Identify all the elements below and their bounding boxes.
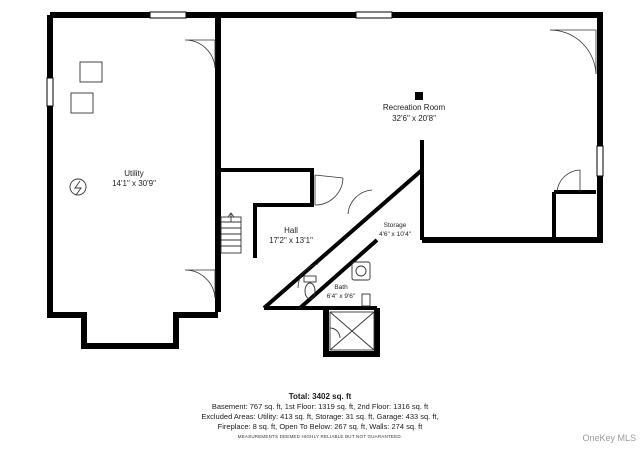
room-dimensions-bath: 6'4" x 9'6" [327,293,356,300]
room-dimensions-recreation: 32'6" x 20'8" [392,114,436,123]
windows [46,11,604,177]
recreation-fixture [415,92,423,100]
fixtures [69,61,423,351]
utility-fixture-1 [79,61,103,83]
bath-sink-icon [351,261,371,281]
room-name-storage: Storage [384,222,407,229]
room-name-utility: Utility [124,169,144,178]
watermark: OneKey MLS [582,433,636,443]
toilet-icon [303,275,317,300]
bath-cabinet [361,293,371,307]
room-labels: Utility 14'1" x 30'9" Recreation Room 32… [112,103,445,300]
room-name-recreation: Recreation Room [383,103,446,112]
room-dimensions-storage: 4'6" x 10'4" [379,231,412,238]
other-areas: Fireplace: 8 sq. ft, Open To Below: 267 … [217,422,423,431]
total-area: Total: 3402 sq. ft [288,392,352,401]
interior-walls [218,140,596,310]
room-name-bath: Bath [334,284,348,291]
utility-fixture-2 [70,92,94,114]
excluded-areas: Excluded Areas: Utility: 413 sq. ft, Sto… [201,412,439,421]
shower-icon [329,311,375,351]
floor-areas: Basement: 767 sq. ft, 1st Floor: 1319 sq… [211,402,429,411]
room-name-hall: Hall [284,226,298,235]
floor-plan: Utility 14'1" x 30'9" Recreation Room 32… [46,11,604,357]
measurement-disclaimer: MEASUREMENTS DEEMED HIGHLY RELIABLE BUT … [237,434,403,439]
electrical-panel-icon [69,178,87,196]
exterior-walls [47,12,603,357]
room-dimensions-hall: 17'2" x 13'1" [269,236,313,245]
doors [184,29,597,299]
bath-door-swing [329,327,341,339]
room-dimensions-utility: 14'1" x 30'9" [112,179,156,188]
area-summary: Total: 3402 sq. ft Basement: 767 sq. ft,… [0,392,640,439]
stairs-icon [220,212,242,254]
